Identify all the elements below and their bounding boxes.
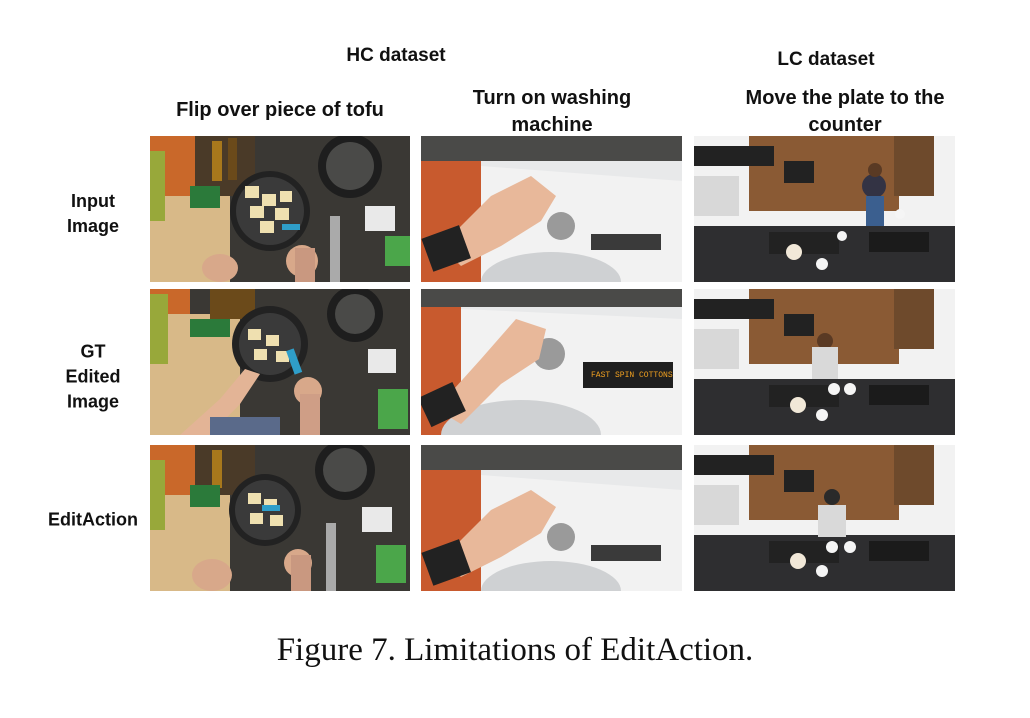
image-input-tofu bbox=[150, 136, 410, 282]
image-input-kitchen bbox=[694, 136, 955, 282]
image-gt-washer: FAST SPIN COTTONS bbox=[421, 289, 682, 435]
lc-dataset-label: LC dataset bbox=[777, 49, 875, 70]
image-gt-tofu bbox=[150, 289, 410, 435]
column-title-washing-machine: Turn on washing machine bbox=[472, 87, 632, 136]
hc-dataset-label: HC dataset bbox=[346, 45, 446, 66]
row-label-gt: GT Edited Image bbox=[65, 341, 121, 412]
washer-display-text: FAST SPIN COTTONS bbox=[591, 371, 673, 380]
figure-caption: Figure 7. Limitations of EditAction. bbox=[276, 632, 754, 668]
column-title-plate: Move the plate to the counter bbox=[745, 87, 945, 136]
row-label-input: Input Image bbox=[66, 191, 120, 236]
image-editaction-tofu bbox=[150, 445, 410, 591]
image-editaction-kitchen bbox=[694, 445, 955, 591]
image-input-washer bbox=[421, 136, 682, 282]
row-label-editaction: EditAction bbox=[48, 509, 138, 530]
column-title-tofu: Flip over piece of tofu bbox=[176, 99, 384, 121]
image-gt-kitchen bbox=[694, 289, 955, 435]
image-editaction-washer bbox=[421, 445, 682, 591]
